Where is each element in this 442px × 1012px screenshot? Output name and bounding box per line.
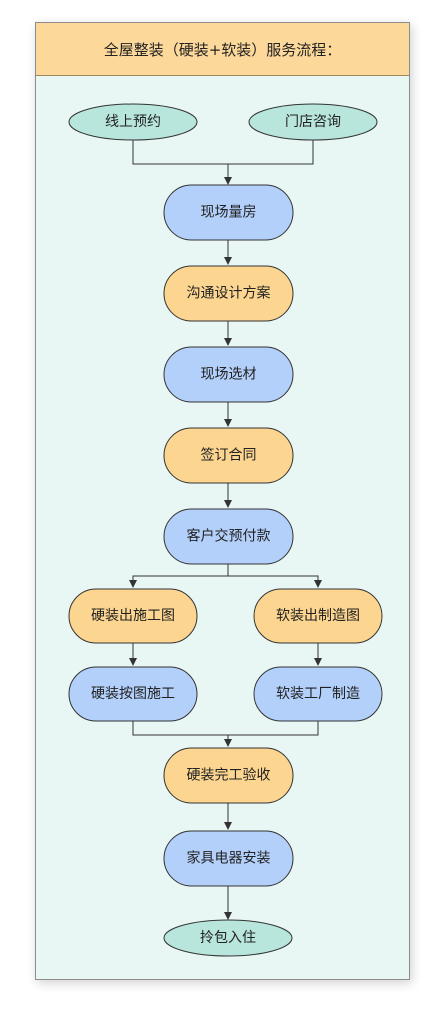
- node-appliance: 家具电器安装: [163, 830, 294, 887]
- process-shape: [68, 588, 198, 644]
- node-measure: 现场量房: [163, 184, 294, 241]
- node-contract: 签订合同: [163, 427, 294, 484]
- node-label: 签订合同: [201, 447, 257, 464]
- node-deposit: 客户交预付款: [163, 508, 294, 565]
- process-shape: [163, 184, 294, 241]
- process-shape: [253, 588, 383, 644]
- node-label: 硬装出施工图: [91, 608, 175, 624]
- node-label: 软装出制造图: [276, 608, 360, 624]
- node-hard-done: 硬装完工验收: [163, 747, 294, 804]
- process-shape: [163, 508, 294, 565]
- panel-title: 全屋整装（硬装+软装）服务流程：: [36, 23, 409, 76]
- node-label: 门店咨询: [285, 114, 341, 130]
- node-material: 现场选材: [163, 346, 294, 403]
- node-label: 家具电器安装: [187, 850, 271, 867]
- edge-store-to-merge: [228, 140, 314, 165]
- node-hard-drawing: 硬装出施工图: [68, 588, 198, 644]
- node-move-in: 拎包入住: [163, 919, 293, 957]
- node-label: 客户交预付款: [187, 528, 271, 545]
- terminal-shape: [248, 103, 378, 141]
- process-shape: [163, 427, 294, 484]
- process-shape: [163, 346, 294, 403]
- flowchart-panel: 全屋整装（硬装+软装）服务流程：: [35, 22, 410, 980]
- node-label: 沟通设计方案: [187, 285, 271, 302]
- node-online: 线上预约: [68, 103, 198, 141]
- terminal-shape: [68, 103, 198, 141]
- node-label: 现场量房: [201, 205, 257, 221]
- process-shape: [163, 747, 294, 804]
- edge-split-to-hard-drawing: [129, 575, 228, 588]
- node-soft-factory: 软装工厂制造: [253, 666, 383, 722]
- edges: [129, 140, 322, 920]
- edge-soft-factory-to-merge: [228, 721, 319, 736]
- node-soft-drawing: 软装出制造图: [253, 588, 383, 644]
- node-label: 现场选材: [201, 367, 257, 383]
- node-label: 硬装完工验收: [187, 768, 271, 784]
- node-label: 拎包入住: [200, 930, 256, 946]
- process-shape: [163, 830, 294, 887]
- node-hard-build: 硬装按图施工: [68, 666, 198, 722]
- terminal-shape: [163, 919, 293, 957]
- node-label: 线上预约: [105, 114, 161, 130]
- node-store: 门店咨询: [248, 103, 378, 141]
- process-shape: [163, 265, 294, 322]
- node-label: 软装工厂制造: [276, 686, 360, 702]
- edge-split-to-soft-drawing: [228, 575, 322, 588]
- edge-online-to-merge: [132, 140, 228, 165]
- node-design: 沟通设计方案: [163, 265, 294, 322]
- process-shape: [68, 666, 198, 722]
- process-shape: [253, 666, 383, 722]
- node-label: 硬装按图施工: [91, 686, 175, 702]
- edge-hard-build-to-merge: [132, 721, 228, 736]
